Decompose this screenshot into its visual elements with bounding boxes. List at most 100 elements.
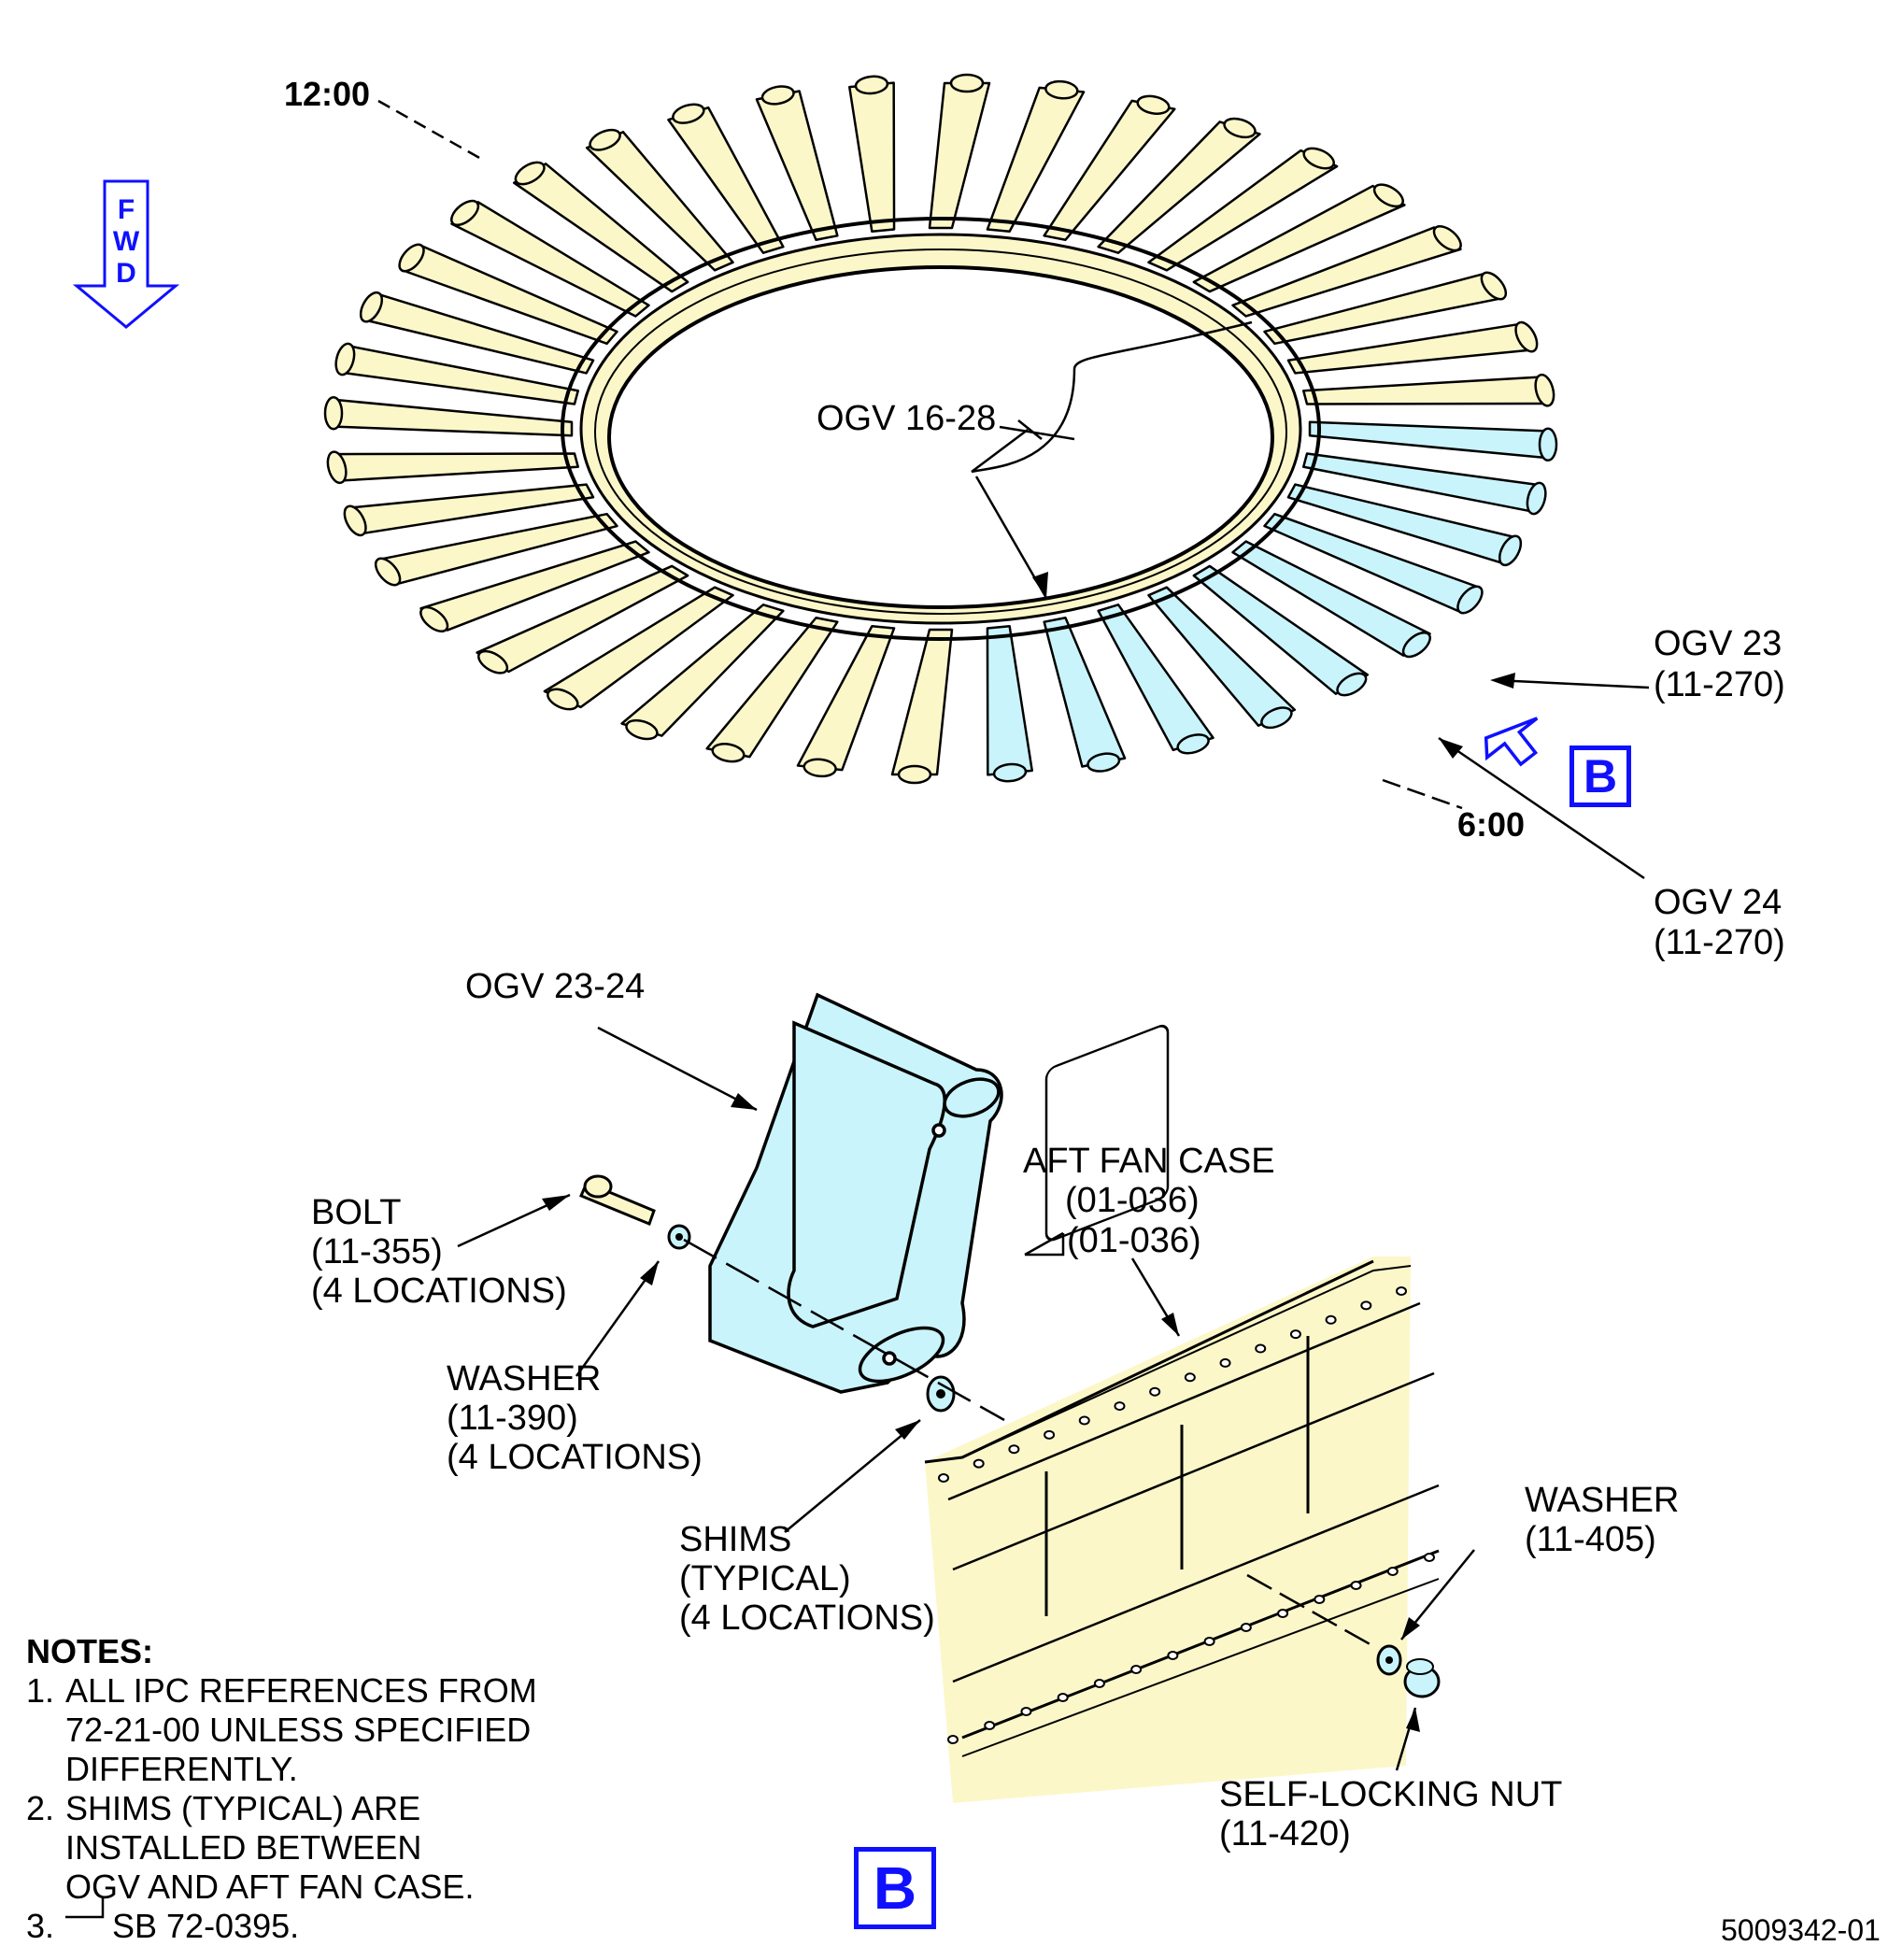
ogv-vane bbox=[1043, 99, 1176, 241]
ogv-vane bbox=[1147, 149, 1339, 272]
ogv-23-label: OGV 23 bbox=[1654, 624, 1782, 663]
case-bolt-hole bbox=[1184, 1372, 1196, 1383]
ogv-vane bbox=[585, 131, 734, 272]
bolt-qty: (4 LOCATIONS) bbox=[311, 1271, 567, 1311]
ogv-vane bbox=[705, 617, 839, 759]
note-number: 2. bbox=[26, 1789, 55, 1827]
ogv-24-ref: (11-270) bbox=[1654, 923, 1785, 962]
fwd-letter-w: W bbox=[112, 226, 140, 257]
fwd-arrow bbox=[72, 179, 180, 329]
case-bolt-hole bbox=[1386, 1567, 1399, 1576]
case-bolt-hole bbox=[1114, 1401, 1126, 1412]
ogv-vane bbox=[890, 628, 954, 776]
ogv-vane-mount-foot bbox=[1302, 147, 1335, 170]
case-bolt-hole bbox=[1424, 1553, 1435, 1562]
ogv-vane bbox=[1097, 604, 1214, 752]
ogv-vane-mount-foot bbox=[547, 688, 579, 711]
figure-id: 5009342-01 bbox=[1721, 1913, 1881, 1947]
ogv-vane bbox=[848, 81, 896, 234]
washer-label: WASHER bbox=[447, 1359, 602, 1399]
self-locking-nut-part bbox=[1403, 1658, 1441, 1698]
ogv-vane bbox=[512, 163, 689, 293]
ogv-vane bbox=[1192, 564, 1370, 695]
ogv-vane bbox=[332, 398, 574, 437]
ogv-vane-mount-foot bbox=[802, 758, 837, 778]
bolt-ref: (11-355) bbox=[311, 1232, 443, 1271]
ogv-vane-mount-foot bbox=[854, 75, 889, 95]
case-bolt-hole bbox=[947, 1735, 959, 1744]
ogv-vane-mount-foot bbox=[1432, 225, 1462, 252]
case-bolt-hole bbox=[1219, 1357, 1231, 1368]
ogv-vane-mount-foot bbox=[711, 743, 746, 763]
case-bolt-hole bbox=[1078, 1415, 1090, 1426]
ogv-vane bbox=[419, 540, 650, 632]
aft-fan-case bbox=[924, 1024, 1440, 1803]
outlet-guide-vanes bbox=[323, 73, 1558, 785]
ogv-24-label: OGV 24 bbox=[1654, 883, 1782, 922]
ogv-vane bbox=[1231, 540, 1431, 657]
ogv-vane-mount-foot bbox=[1538, 427, 1558, 462]
ogv-vane bbox=[1308, 420, 1550, 460]
aft-fan-case-ref: (01-036) bbox=[1065, 1181, 1200, 1220]
case-bolt-hole bbox=[1020, 1707, 1032, 1716]
inner-ring-bore-line bbox=[594, 249, 1287, 615]
fwd-letter-d: D bbox=[116, 258, 136, 289]
view-b-arrow bbox=[1484, 717, 1539, 767]
ogv-vane-mount-foot bbox=[1136, 94, 1171, 115]
ogv-vane-mount-foot bbox=[589, 128, 621, 151]
notes-heading: NOTES: bbox=[26, 1632, 154, 1670]
aft-washer-label: WASHER bbox=[1525, 1481, 1680, 1520]
note-text: SB 72-0395. bbox=[112, 1907, 300, 1945]
ogv-vane bbox=[1147, 586, 1297, 727]
ogv-vane-mount-foot bbox=[897, 764, 932, 785]
note-item: 1. ALL IPC REFERENCES FROM 72-21-00 UNLE… bbox=[26, 1671, 537, 1789]
ogv-vane-mount-foot bbox=[1260, 706, 1293, 730]
case-bolt-hole bbox=[1350, 1581, 1362, 1590]
aft-fan-case-ref-sb: (01-036) bbox=[1067, 1221, 1201, 1260]
note-text: SHIMS (TYPICAL) ARE INSTALLED BETWEEN OG… bbox=[65, 1789, 475, 1906]
nut-ref: (11-420) bbox=[1219, 1814, 1351, 1853]
ogv-23-24-vane bbox=[708, 992, 1003, 1394]
ogv-vane bbox=[1192, 184, 1406, 293]
ogv-vane-mount-foot bbox=[1514, 320, 1539, 353]
arrowheads-top bbox=[1032, 572, 1515, 759]
ogv-vane bbox=[1097, 121, 1261, 254]
ogv-vane-mount-foot bbox=[1372, 183, 1404, 208]
ogv-vane bbox=[476, 564, 689, 674]
case-bolt-hole bbox=[1289, 1329, 1301, 1340]
ogv-23-ref: (11-270) bbox=[1654, 665, 1785, 704]
bolt-label: BOLT bbox=[311, 1193, 402, 1232]
washer-part bbox=[667, 1224, 691, 1250]
note-number: 1. bbox=[26, 1671, 55, 1710]
ogv-vane-mount-foot bbox=[949, 73, 985, 93]
shims-label: SHIMS bbox=[679, 1520, 792, 1559]
ogv-vane-mount-foot bbox=[1534, 373, 1555, 407]
ogv-vane-mount-foot bbox=[1456, 585, 1484, 615]
case-bolt-hole bbox=[1240, 1623, 1252, 1632]
fwd-letter-f: F bbox=[117, 194, 135, 225]
case-bolt-hole bbox=[1093, 1679, 1105, 1688]
notes-block: NOTES: 1. ALL IPC REFERENCES FROM 72-21-… bbox=[26, 1632, 537, 1946]
arrowheads-detail bbox=[542, 1093, 1420, 1732]
aft-washer-part bbox=[1376, 1644, 1402, 1676]
ogv-vane-mount-foot bbox=[359, 291, 384, 323]
case-bolt-hole bbox=[1255, 1343, 1267, 1354]
ogv-vane bbox=[332, 452, 579, 482]
ogv-vane bbox=[450, 201, 650, 318]
case-bolt-hole bbox=[1044, 1429, 1056, 1440]
case-bolt-hole bbox=[1360, 1300, 1372, 1311]
washer-qty: (4 LOCATIONS) bbox=[447, 1438, 703, 1477]
ogv-vane-mount-foot bbox=[419, 605, 449, 632]
shims-qty: (4 LOCATIONS) bbox=[679, 1598, 935, 1638]
ogv-vane-mount-foot bbox=[1176, 733, 1210, 755]
ogv-vane-mount-foot bbox=[1336, 672, 1368, 697]
ogv-vane-mount-foot bbox=[343, 504, 367, 537]
ogv-vane bbox=[667, 106, 785, 254]
ogv-vane bbox=[543, 586, 734, 709]
ogv-vane-mount-foot bbox=[323, 395, 344, 431]
ogv-vane bbox=[928, 81, 991, 230]
shims-part bbox=[926, 1375, 956, 1413]
ogv-vane-mount-foot bbox=[992, 762, 1028, 783]
case-bolt-hole bbox=[984, 1721, 996, 1730]
ogv-vane-mount-foot bbox=[760, 85, 795, 106]
